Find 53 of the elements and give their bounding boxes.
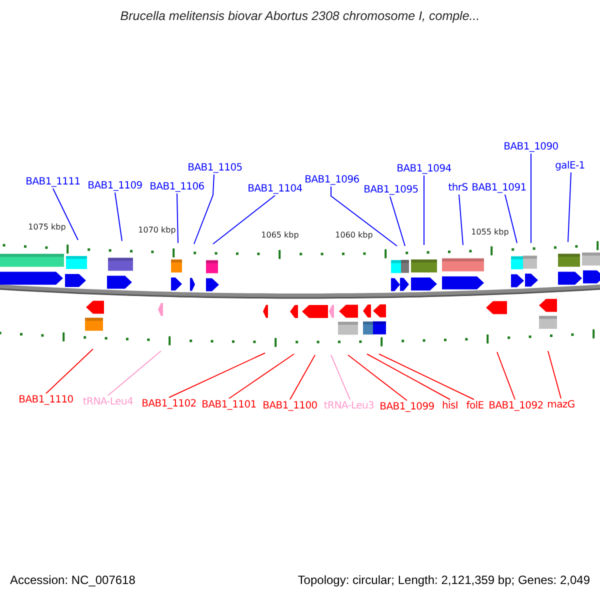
gene-label: BAB1_1096 — [304, 174, 360, 186]
leader-line — [330, 186, 398, 246]
leader-line — [228, 354, 294, 399]
leader-line — [108, 350, 162, 396]
leader-line — [330, 354, 350, 400]
accession-text: Accession: NC_007618 — [10, 574, 136, 588]
scale-label: 1075 kbp — [28, 224, 66, 232]
gene-label: tRNA-Leu4 — [82, 396, 134, 408]
gene-label: folE — [466, 400, 484, 412]
gene-label: BAB1_1106 — [150, 182, 204, 192]
gene-label: thrS — [448, 182, 468, 194]
leader-line — [168, 352, 266, 398]
scale-label: 1070 kbp — [138, 226, 176, 236]
leader-line — [458, 194, 464, 246]
scale-label: 1060 kbp — [335, 232, 373, 240]
gene-label: BAB1_1100 — [262, 400, 318, 412]
leader-line — [348, 354, 408, 401]
leader-line — [114, 192, 122, 242]
gene-label: BAB1_1090 — [504, 142, 558, 152]
leader-line — [366, 354, 450, 400]
gene-label: BAB1_1109 — [88, 180, 142, 192]
leader-line — [390, 196, 406, 246]
leader-line — [548, 350, 562, 399]
gene-label: BAB1_1094 — [396, 164, 452, 174]
gene-label: BAB1_1102 — [142, 398, 196, 410]
gene-label: BAB1_1104 — [248, 184, 302, 194]
gene-label: BAB1_1105 — [188, 162, 242, 174]
leader-line — [290, 354, 316, 400]
title: Brucella melitensis biovar Abortus 2308 chromosome I, comple... — [120, 10, 480, 24]
gene-label: mazG — [547, 400, 575, 410]
leader-line — [52, 188, 78, 240]
leader-line — [530, 153, 532, 244]
gene-label: BAB1_1111 — [26, 176, 80, 188]
leader-line — [194, 174, 214, 244]
leader-line — [46, 348, 94, 394]
gene-label: BAB1_1099 — [380, 402, 434, 412]
gene-label: tRNA-Leu3 — [324, 400, 374, 412]
gene-label: BAB1_1101 — [202, 400, 256, 410]
gene-label: hisI — [442, 400, 458, 412]
scale-label: 1065 kbp — [261, 232, 299, 240]
leader-line — [212, 195, 276, 244]
leader-line — [504, 194, 518, 244]
leader-line — [496, 352, 516, 400]
leader-line — [378, 354, 474, 400]
leader-line — [176, 193, 178, 244]
gene-label: BAB1_1091 — [472, 182, 526, 194]
gene-label: BAB1_1110 — [18, 394, 74, 406]
gene-label: BAB1_1092 — [488, 400, 544, 412]
scale-label: 1055 kbp — [471, 228, 509, 238]
genome-info-text: Topology: circular; Length: 2,121,359 bp; Genes: 2,049 — [298, 574, 590, 588]
gene-label: galE-1 — [555, 160, 585, 172]
leader-line — [568, 172, 572, 242]
gene-label: BAB1_1095 — [364, 184, 418, 196]
